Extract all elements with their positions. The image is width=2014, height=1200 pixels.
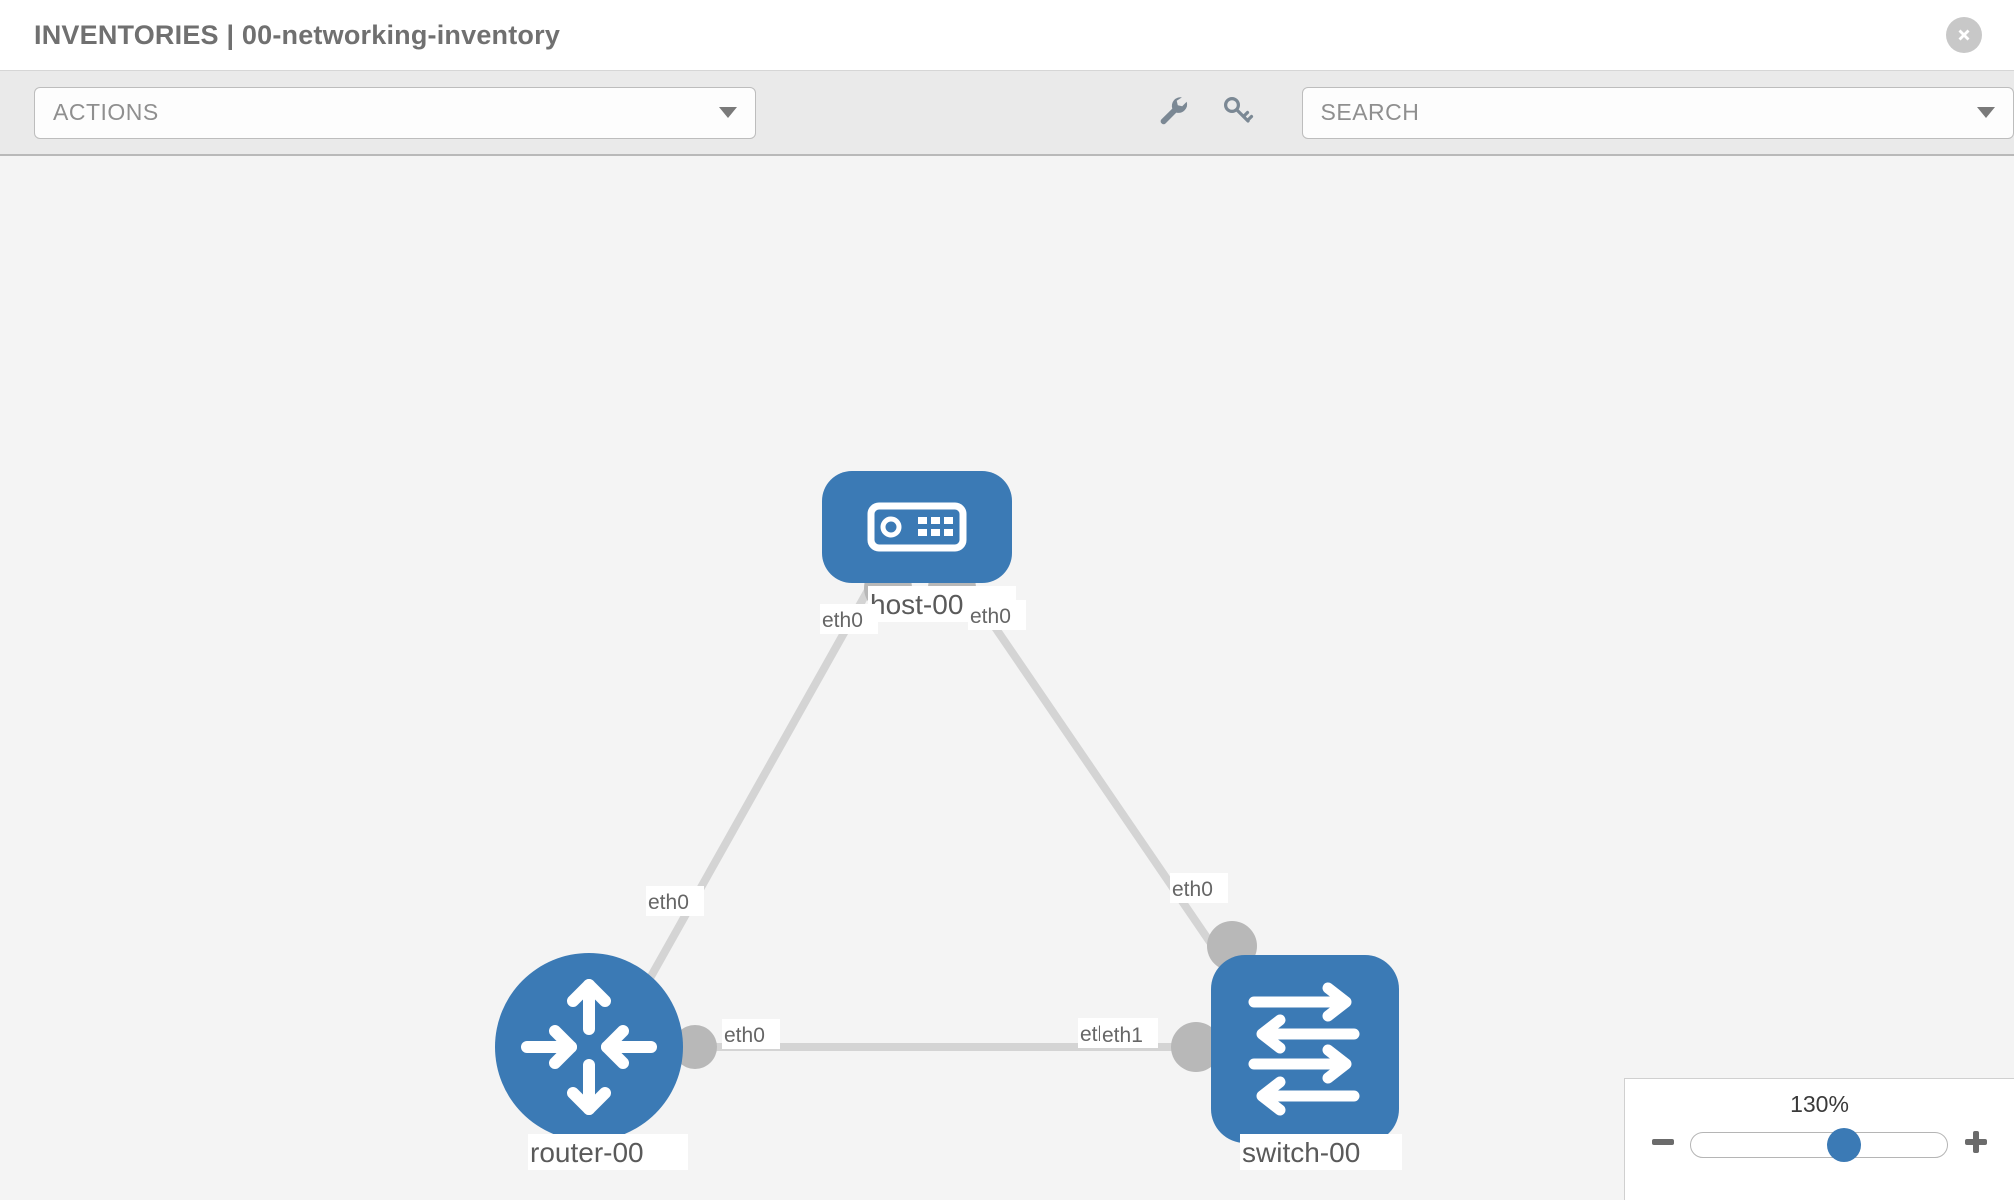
minus-icon[interactable]	[1650, 1129, 1676, 1160]
iface-label-router00-uplink: eth0	[648, 891, 689, 914]
interface-label-group: eth0 eth0 eth0 eth0 eth0 eth eth1	[646, 600, 1228, 1049]
topology-graph[interactable]: host-00 router-00	[0, 156, 2014, 1200]
search-input[interactable]: SEARCH	[1301, 86, 2014, 139]
iface-label-host00-left: eth0	[822, 609, 863, 632]
connector-router00-right[interactable]	[673, 1025, 717, 1069]
node-label-switch-00: switch-00	[1242, 1137, 1360, 1168]
topology-canvas[interactable]: host-00 router-00	[0, 156, 2014, 1200]
iface-label-host00-right: eth0	[970, 605, 1011, 628]
plus-icon[interactable]	[1962, 1128, 1990, 1161]
router-arrows-icon	[521, 979, 657, 1115]
chevron-down-icon	[1977, 107, 1995, 118]
connector-group	[673, 564, 1257, 1072]
zoom-percent-label: 130%	[1790, 1091, 1849, 1117]
page-title: INVENTORIES | 00-networking-inventory	[34, 19, 561, 50]
node-host-00[interactable]: host-00	[822, 471, 1016, 622]
server-icon	[867, 502, 967, 552]
connector-switch00-left[interactable]	[1171, 1022, 1221, 1072]
iface-label-router00-right: eth0	[724, 1024, 765, 1047]
node-label-host-00: host-00	[870, 589, 963, 620]
link-group	[636, 573, 1244, 1051]
toolbar: ACTIONS SEARCH	[0, 70, 2014, 156]
search-input-value: SEARCH	[1320, 99, 1420, 125]
zoom-control-panel: 130%	[1624, 1078, 2014, 1200]
switch-arrows-icon	[1248, 982, 1360, 1116]
iface-label-switch00-eth1: eth1	[1102, 1024, 1143, 1047]
close-icon[interactable]	[1946, 17, 1982, 53]
node-switch-00[interactable]: switch-00	[1211, 955, 1402, 1170]
node-router-00[interactable]: router-00	[495, 953, 688, 1170]
toolbar-icon-group	[1156, 93, 1254, 132]
actions-dropdown-label: ACTIONS	[53, 99, 159, 125]
zoom-slider-thumb[interactable]	[1827, 1127, 1862, 1162]
link-host00-switch00[interactable]	[956, 573, 1244, 989]
chevron-down-icon	[718, 107, 737, 118]
zoom-slider-row	[1625, 1127, 2014, 1162]
iface-label-switch00-uplink: eth0	[1172, 878, 1213, 901]
node-label-router-00: router-00	[530, 1137, 644, 1168]
wrench-icon[interactable]	[1156, 93, 1190, 132]
title-bar: INVENTORIES | 00-networking-inventory	[0, 0, 2014, 70]
link-host00-router00[interactable]	[636, 574, 880, 998]
key-icon[interactable]	[1220, 93, 1254, 132]
actions-dropdown[interactable]: ACTIONS	[34, 86, 756, 139]
zoom-slider-track[interactable]	[1689, 1127, 1948, 1162]
